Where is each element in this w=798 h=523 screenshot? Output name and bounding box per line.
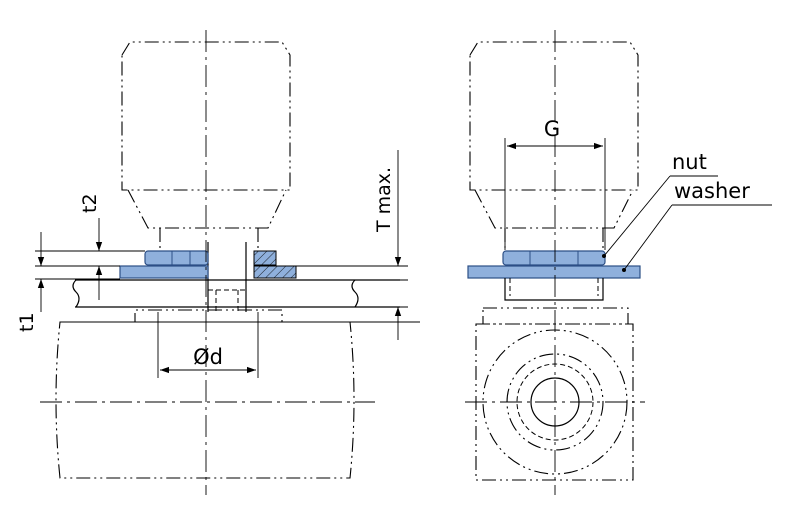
left-handle xyxy=(121,41,291,191)
right-handle-taper xyxy=(474,189,634,229)
label-g: G xyxy=(544,117,560,141)
g-dimension xyxy=(504,138,606,250)
label-od: Ød xyxy=(193,345,223,369)
right-washer xyxy=(467,265,641,279)
right-handle xyxy=(469,41,639,191)
left-washer xyxy=(119,265,209,279)
right-nut xyxy=(502,250,606,266)
left-body xyxy=(55,309,355,479)
label-t1: t1 xyxy=(16,312,38,332)
label-washer: washer xyxy=(674,179,750,203)
label-nut: nut xyxy=(672,150,707,174)
left-view xyxy=(40,30,400,495)
left-dimensions xyxy=(35,150,420,378)
right-view xyxy=(465,30,645,495)
label-tmax: T max. xyxy=(373,167,395,233)
label-t2: t2 xyxy=(79,193,101,213)
left-handle-taper xyxy=(127,189,287,229)
leaders xyxy=(602,175,772,272)
left-nut xyxy=(144,250,209,266)
